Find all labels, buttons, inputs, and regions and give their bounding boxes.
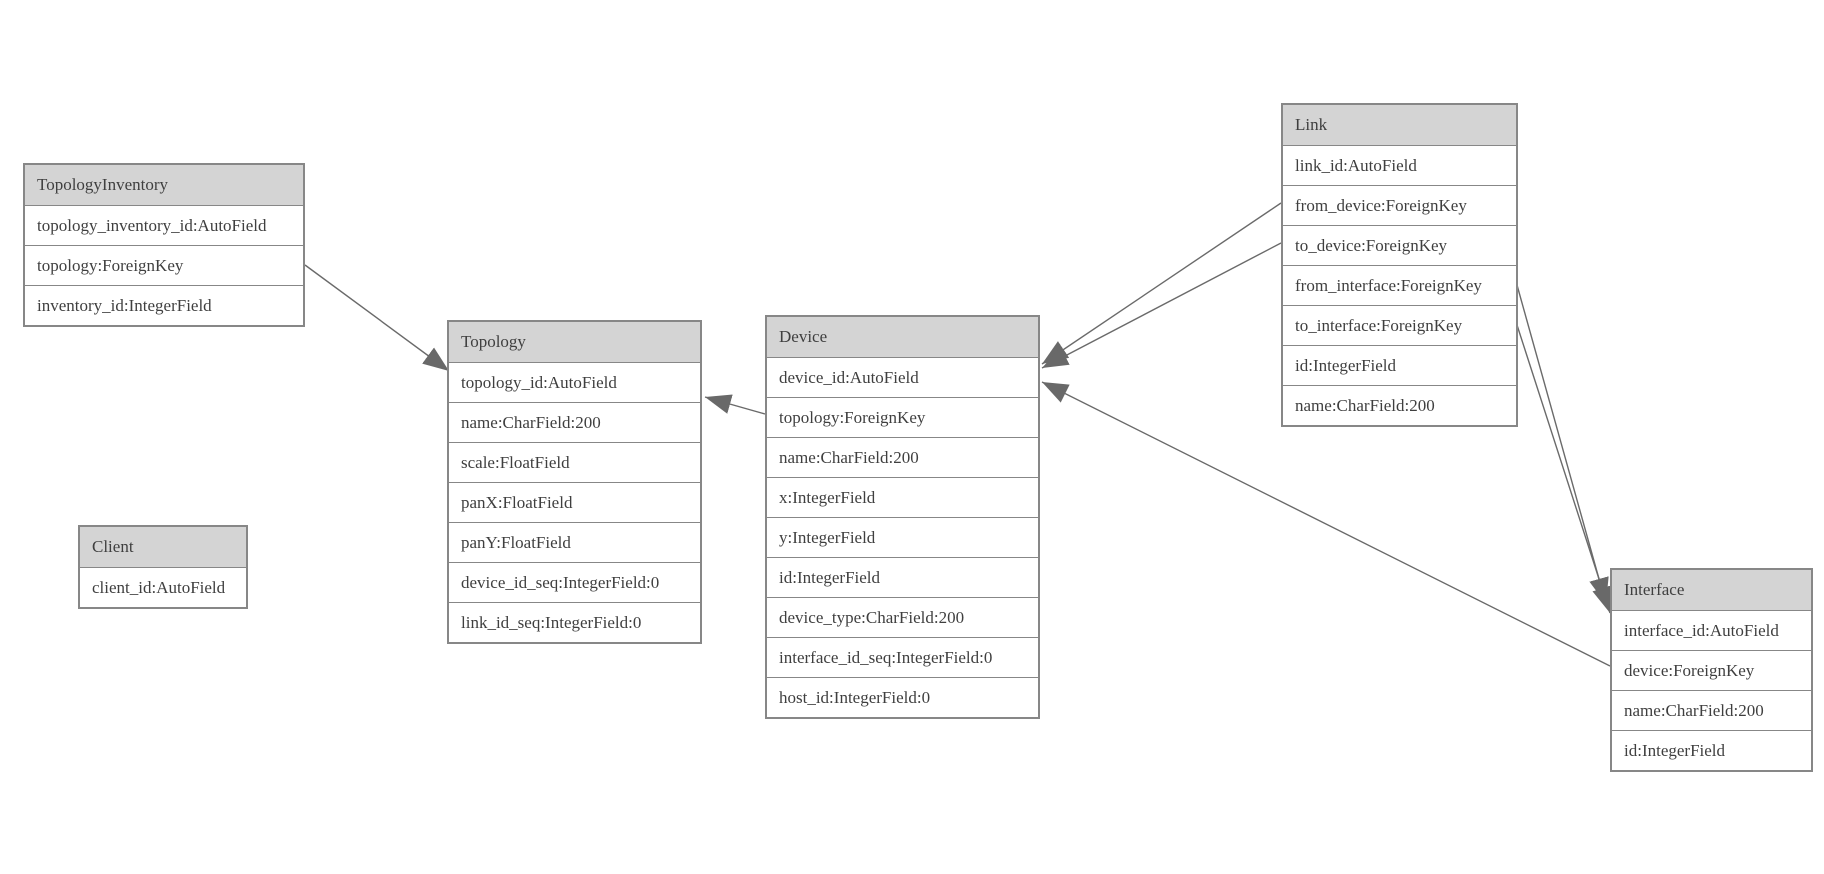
entity-field: name:CharField:200 bbox=[1612, 690, 1811, 730]
entity-header: Topology bbox=[449, 322, 700, 362]
entity-field: scale:FloatField bbox=[449, 442, 700, 482]
entity-header: Interface bbox=[1612, 570, 1811, 610]
entity-header: Link bbox=[1283, 105, 1516, 145]
entity-field: device_id_seq:IntegerField:0 bbox=[449, 562, 700, 602]
entity-field: id:IntegerField bbox=[1612, 730, 1811, 770]
entity-client: Client client_id:AutoField bbox=[78, 525, 248, 609]
relation-link-to-interface-to-interface bbox=[1516, 324, 1612, 614]
entity-field: topology_inventory_id:AutoField bbox=[25, 205, 303, 245]
entity-field: from_interface:ForeignKey bbox=[1283, 265, 1516, 305]
entity-field: interface_id:AutoField bbox=[1612, 610, 1811, 650]
relation-device-topology-to-topology bbox=[704, 394, 766, 415]
relation-topologyinventory-topology-to-topology bbox=[304, 264, 450, 372]
entity-field: device:ForeignKey bbox=[1612, 650, 1811, 690]
entity-field: id:IntegerField bbox=[767, 557, 1038, 597]
entity-field: device_type:CharField:200 bbox=[767, 597, 1038, 637]
entity-field: to_interface:ForeignKey bbox=[1283, 305, 1516, 345]
entity-field: topology:ForeignKey bbox=[767, 397, 1038, 437]
relation-link-from-device-to-device bbox=[1041, 202, 1282, 365]
entity-field: to_device:ForeignKey bbox=[1283, 225, 1516, 265]
entity-field: link_id:AutoField bbox=[1283, 145, 1516, 185]
entity-field: host_id:IntegerField:0 bbox=[767, 677, 1038, 717]
entity-field: device_id:AutoField bbox=[767, 357, 1038, 397]
entity-field: topology_id:AutoField bbox=[449, 362, 700, 402]
relation-link-to-device-to-device bbox=[1041, 242, 1282, 369]
entity-field: inventory_id:IntegerField bbox=[25, 285, 303, 325]
entity-field: topology:ForeignKey bbox=[25, 245, 303, 285]
entity-field: interface_id_seq:IntegerField:0 bbox=[767, 637, 1038, 677]
entity-field: id:IntegerField bbox=[1283, 345, 1516, 385]
entity-header: TopologyInventory bbox=[25, 165, 303, 205]
relation-interface-device-to-device bbox=[1041, 381, 1611, 667]
entity-field: panY:FloatField bbox=[449, 522, 700, 562]
relation-link-from-interface-to-interface bbox=[1516, 284, 1609, 605]
entity-field: from_device:ForeignKey bbox=[1283, 185, 1516, 225]
entity-field: client_id:AutoField bbox=[80, 567, 246, 607]
entity-header: Device bbox=[767, 317, 1038, 357]
entity-field: name:CharField:200 bbox=[449, 402, 700, 442]
entity-field: panX:FloatField bbox=[449, 482, 700, 522]
entity-field: name:CharField:200 bbox=[767, 437, 1038, 477]
entity-field: x:IntegerField bbox=[767, 477, 1038, 517]
entity-field: y:IntegerField bbox=[767, 517, 1038, 557]
entity-field: name:CharField:200 bbox=[1283, 385, 1516, 425]
entity-header: Client bbox=[80, 527, 246, 567]
entity-field: link_id_seq:IntegerField:0 bbox=[449, 602, 700, 642]
entity-topologyinventory: TopologyInventory topology_inventory_id:… bbox=[23, 163, 305, 327]
